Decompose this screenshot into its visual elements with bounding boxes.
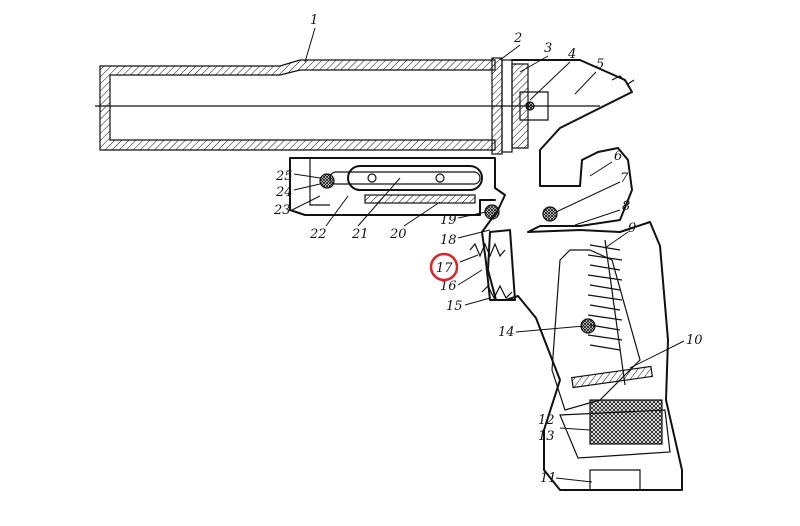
label-18: 18	[440, 233, 457, 248]
label-20: 20	[389, 227, 407, 242]
label-12: 12	[538, 413, 555, 428]
label-19: 19	[440, 213, 457, 228]
label-11: 11	[540, 471, 557, 486]
label-16: 16	[440, 279, 457, 294]
label-9: 9	[628, 221, 636, 236]
highlight-circle	[429, 252, 459, 282]
frame	[289, 59, 683, 491]
label-24: 24	[275, 185, 293, 200]
leader-lines	[291, 27, 685, 483]
label-14: 14	[498, 325, 515, 340]
label-17: 17	[436, 261, 453, 276]
label-7: 7	[620, 171, 629, 186]
label-15: 15	[446, 299, 463, 314]
label-4: 4	[567, 47, 576, 62]
part-labels: 1 2 3 4 5 6 7 8 9 10 11 12 13 14 15 16 1…	[273, 13, 703, 486]
label-2: 2	[513, 31, 522, 46]
trigger	[469, 229, 516, 301]
label-25: 25	[275, 169, 293, 184]
lever	[329, 165, 483, 204]
label-6: 6	[614, 149, 622, 164]
label-10: 10	[686, 333, 703, 348]
label-8: 8	[622, 199, 630, 214]
label-23: 23	[273, 203, 291, 218]
firing-pin-assembly	[511, 63, 549, 149]
label-1: 1	[310, 13, 318, 28]
label-13: 13	[538, 429, 555, 444]
label-5: 5	[596, 57, 604, 72]
main-spring	[587, 239, 626, 386]
grip-internals	[551, 249, 671, 491]
label-3: 3	[544, 41, 552, 56]
label-21: 21	[351, 227, 369, 242]
label-22: 22	[309, 227, 327, 242]
